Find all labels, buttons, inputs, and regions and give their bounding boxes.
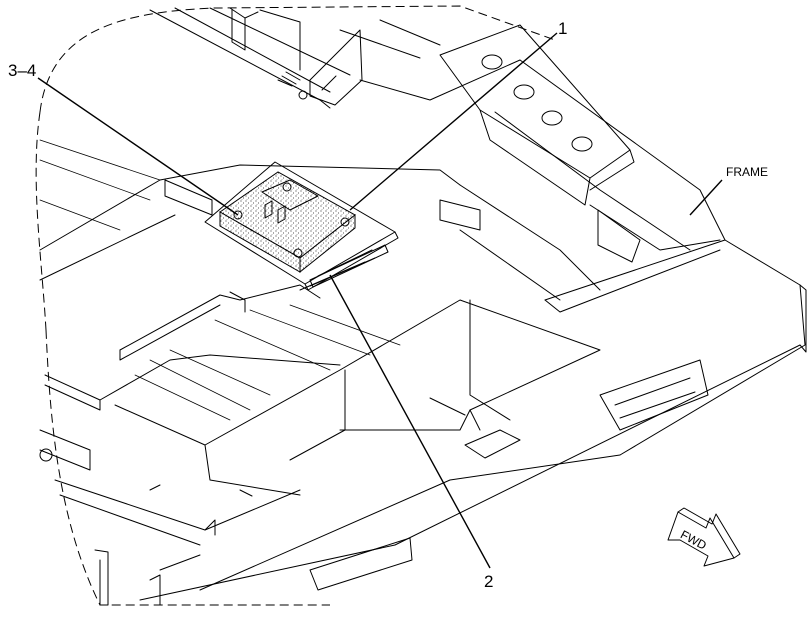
callout-part-3-4: 3–4 (8, 61, 36, 80)
callout-part-2: 2 (484, 572, 493, 591)
deck-panels (39, 139, 601, 606)
leader-line-1 (349, 32, 558, 211)
leader-line-2 (329, 274, 491, 569)
component-part-2 (309, 244, 389, 288)
fwd-label: FWD (678, 527, 709, 552)
phantom-outline (35, 5, 556, 606)
side-frame-member (139, 59, 807, 601)
fwd-direction-arrow: FWD (667, 507, 741, 567)
component-part-1 (204, 161, 399, 291)
callout-part-1: 1 (558, 19, 567, 38)
callout-frame: FRAME (726, 165, 768, 179)
upper-rails (149, 7, 521, 109)
leader-line-frame (689, 179, 723, 216)
frame-bracket (439, 24, 635, 206)
leader-line-3-4 (37, 77, 239, 216)
